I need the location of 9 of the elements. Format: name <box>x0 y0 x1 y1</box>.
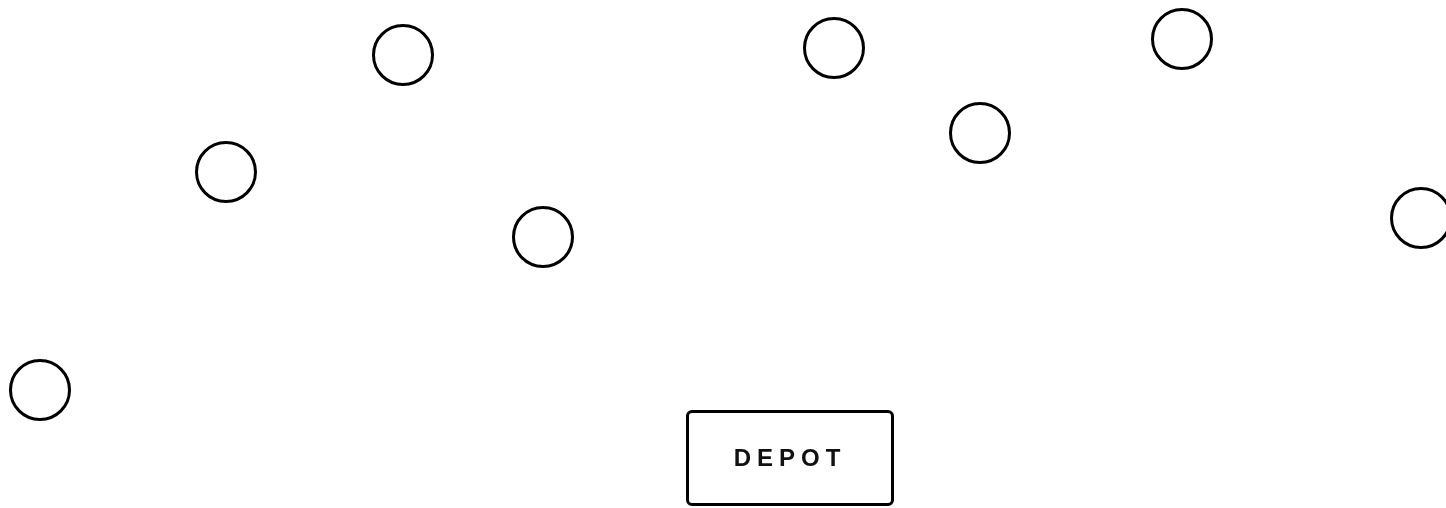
depot-box <box>686 410 894 506</box>
customer-circle <box>512 206 574 268</box>
customer-circle <box>1151 8 1213 70</box>
depot-label: DEPOT <box>733 444 847 472</box>
customer-circle <box>803 17 865 79</box>
customer-circle <box>372 24 434 86</box>
customer-circle <box>195 141 257 203</box>
customer-circle <box>949 102 1011 164</box>
customer-circle <box>9 359 71 421</box>
